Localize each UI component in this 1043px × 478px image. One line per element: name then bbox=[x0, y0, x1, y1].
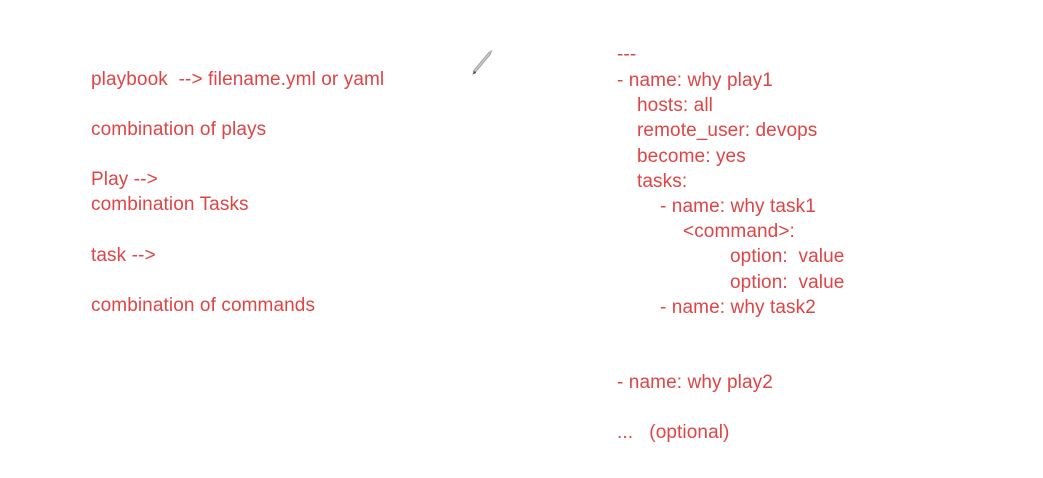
note-line-combination-tasks: combination Tasks bbox=[91, 194, 249, 215]
note-line-play: Play --> bbox=[91, 169, 158, 190]
yaml-line-option-1: option: value bbox=[730, 246, 845, 267]
yaml-example-column: --- - name: why play1 hosts: all remote_… bbox=[600, 0, 1043, 478]
note-line-combination-of-commands: combination of commands bbox=[91, 295, 316, 316]
note-line-task: task --> bbox=[91, 245, 156, 266]
yaml-line-task1-name: - name: why task1 bbox=[660, 196, 816, 217]
yaml-line-document-end-optional: ... (optional) bbox=[617, 422, 730, 443]
yaml-line-hosts: hosts: all bbox=[637, 95, 713, 116]
yaml-line-tasks-key: tasks: bbox=[637, 171, 688, 192]
left-notes-column: playbook --> filename.yml or yaml combin… bbox=[0, 0, 520, 478]
yaml-line-remote-user: remote_user: devops bbox=[637, 120, 818, 141]
yaml-line-document-start: --- bbox=[617, 44, 637, 65]
yaml-line-command-placeholder: <command>: bbox=[683, 221, 795, 242]
yaml-line-task2-name: - name: why task2 bbox=[660, 297, 816, 318]
note-line-combination-of-plays: combination of plays bbox=[91, 119, 267, 140]
note-line-playbook: playbook --> filename.yml or yaml bbox=[91, 69, 385, 90]
yaml-line-become: become: yes bbox=[637, 146, 746, 167]
yaml-line-play2-name: - name: why play2 bbox=[617, 372, 773, 393]
yaml-line-option-2: option: value bbox=[730, 272, 845, 293]
yaml-line-play1-name: - name: why play1 bbox=[617, 70, 773, 91]
